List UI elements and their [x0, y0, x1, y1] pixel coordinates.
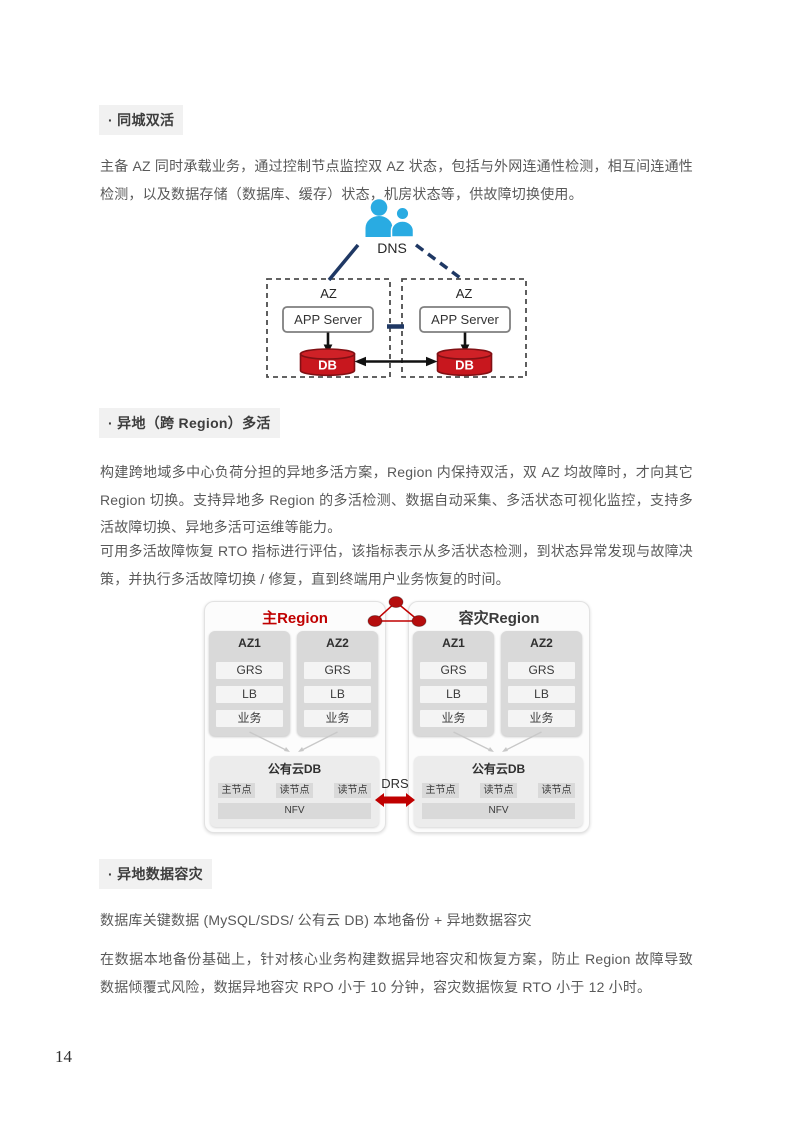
app-server-label-left: APP Server — [294, 312, 362, 327]
section-heading-remote-dr: · 异地数据容灾 — [99, 859, 212, 889]
paragraph: 构建跨地域多中心负荷分担的异地多活方案，Region 内保持双活，双 AZ 均故… — [100, 464, 693, 535]
az-label-left: AZ — [320, 286, 337, 301]
paragraph: 在数据本地备份基础上，针对核心业务构建数据异地容灾和恢复方案，防止 Region… — [100, 951, 693, 995]
db-box-title: 公有云DB — [267, 762, 322, 776]
paragraph: 数据库关键数据 (MySQL/SDS/ 公有云 DB) 本地备份 + 异地数据容… — [100, 912, 532, 928]
dns-link-solid — [327, 243, 360, 282]
dns-link-dashed — [414, 243, 465, 282]
users-icon — [365, 199, 415, 238]
az-item: GRS — [420, 662, 487, 679]
db-cylinder-right: DB — [436, 348, 493, 377]
az-item: 业务 — [508, 710, 575, 727]
db-label-right: DB — [455, 358, 474, 373]
az-item: GRS — [304, 662, 371, 679]
app-server-label-right: APP Server — [431, 312, 499, 327]
drs-double-arrow-icon — [375, 793, 415, 807]
page-number: 14 — [55, 1047, 72, 1066]
db-node: 读节点 — [276, 783, 313, 798]
az-column: AZ1 GRS LB 业务 — [209, 631, 290, 736]
region-box-primary: 主Region AZ1 GRS LB 业务 AZ2 GRS LB 业务 — [204, 601, 386, 833]
db-cylinder-left: DB — [299, 348, 356, 377]
az-item: LB — [304, 686, 371, 703]
az-label-right: AZ — [456, 286, 473, 301]
az-item: LB — [508, 686, 575, 703]
db-node: 主节点 — [218, 783, 255, 798]
nfv-box: NFV — [218, 803, 371, 819]
db-node: 读节点 — [480, 783, 517, 798]
converge-arrows — [249, 731, 338, 752]
az-item: LB — [420, 686, 487, 703]
db-node: 读节点 — [538, 783, 575, 798]
az-header: AZ2 — [530, 636, 553, 650]
az-item: LB — [216, 686, 283, 703]
section-heading-same-city: · 同城双活 — [99, 105, 184, 135]
drs-label: DRS — [381, 776, 409, 791]
az-item: 业务 — [216, 710, 283, 727]
az-header: AZ2 — [326, 636, 349, 650]
public-cloud-db-box: 公有云DB 主节点 读节点 读节点 NFV — [210, 756, 379, 827]
az-header: AZ1 — [238, 636, 261, 650]
db-sync-arrow — [354, 356, 438, 367]
region-multi-active-diagram: 主Region AZ1 GRS LB 业务 AZ2 GRS LB 业务 — [200, 595, 593, 845]
app-server-box-right — [419, 306, 511, 333]
dns-dual-az-diagram: DNS AZ AZ APP Server APP Server DB DB — [266, 199, 527, 378]
region-box-dr: 容灾Region AZ1 GRS LB 业务 AZ2 GRS LB 业务 — [408, 601, 590, 833]
dr-region-title: 容灾Region — [458, 610, 540, 627]
dns-label: DNS — [377, 240, 407, 256]
paragraph: 主备 AZ 同时承载业务，通过控制节点监控双 AZ 状态，包括与外网连通性检测，… — [100, 158, 693, 202]
region-link-triangle-icon — [367, 596, 427, 627]
section-heading-cross-region: · 异地（跨 Region）多活 — [99, 408, 280, 438]
nfv-box: NFV — [422, 803, 575, 819]
az-item: 业务 — [420, 710, 487, 727]
az-item: 业务 — [304, 710, 371, 727]
paragraph: 可用多活故障恢复 RTO 指标进行评估，该指标表示从多活状态检测，到状态异常发现… — [100, 543, 693, 587]
az-column: AZ1 GRS LB 业务 — [413, 631, 494, 736]
az-header: AZ1 — [442, 636, 465, 650]
db-label-left: DB — [318, 358, 337, 373]
az-item: GRS — [508, 662, 575, 679]
db-box-title: 公有云DB — [471, 762, 526, 776]
converge-arrows — [453, 731, 542, 752]
az-column: AZ2 GRS LB 业务 — [297, 631, 378, 736]
app-server-box-left — [282, 306, 374, 333]
db-node: 主节点 — [422, 783, 459, 798]
az-item: GRS — [216, 662, 283, 679]
db-node: 读节点 — [334, 783, 371, 798]
primary-region-title: 主Region — [262, 610, 328, 627]
public-cloud-db-box: 公有云DB 主节点 读节点 读节点 NFV — [414, 756, 583, 827]
az-column: AZ2 GRS LB 业务 — [501, 631, 582, 736]
